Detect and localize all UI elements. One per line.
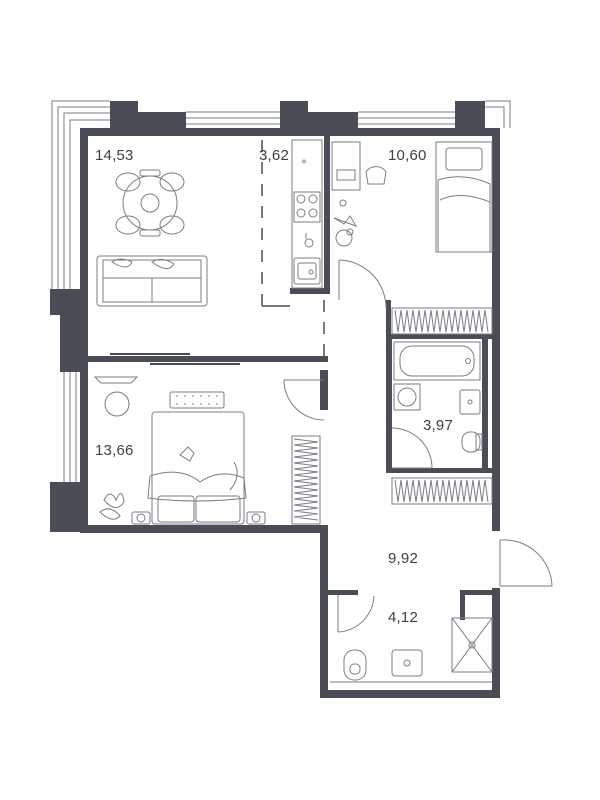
kitchen-area-label: 3,62 (259, 147, 289, 164)
bathroom-area-label: 3,97 (423, 417, 453, 434)
bathtub (393, 341, 481, 381)
area-labels: 14,53 3,62 10,60 13,66 3,97 9,92 4,12 (95, 147, 453, 626)
bedroom-right-area-label: 10,60 (388, 147, 427, 164)
bedroom-left-area-label: 13,66 (95, 442, 134, 459)
shower (451, 617, 493, 673)
bed-left (147, 411, 247, 525)
bed-right (435, 141, 493, 253)
doors (283, 259, 553, 633)
nightstands-left (131, 511, 266, 525)
window-frames (51, 100, 511, 482)
dining-table (115, 169, 185, 237)
wardrobes (291, 307, 493, 525)
side-table-left (93, 376, 139, 417)
kitchen-counter: * (291, 139, 323, 289)
exterior-walls (50, 101, 500, 698)
sliding-door-living (110, 353, 240, 365)
bathroom-fixtures (393, 383, 483, 453)
toys (333, 199, 358, 247)
svg-text:*: * (301, 157, 307, 170)
hallway-area-label: 9,92 (388, 550, 418, 567)
plant-left (99, 493, 125, 520)
shower-room-fixtures (330, 649, 492, 683)
desk-right (331, 141, 387, 191)
interior-walls (80, 136, 500, 620)
kitchen-zone-dashes (261, 140, 325, 356)
sofa (96, 255, 208, 307)
living-room-area-label: 14,53 (95, 147, 134, 164)
shower-room-area-label: 4,12 (388, 609, 418, 626)
shelf (169, 391, 225, 409)
